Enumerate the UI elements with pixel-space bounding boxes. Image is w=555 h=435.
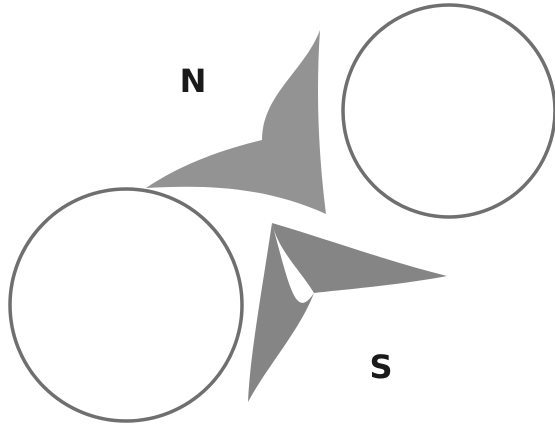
north-label: N bbox=[180, 62, 207, 100]
upper-curved-shape bbox=[146, 30, 326, 214]
south-label: S bbox=[369, 348, 392, 386]
upper-right-circle bbox=[343, 5, 555, 217]
lower-left-circle bbox=[10, 189, 242, 421]
lower-curved-shape-right-arm bbox=[272, 223, 447, 293]
